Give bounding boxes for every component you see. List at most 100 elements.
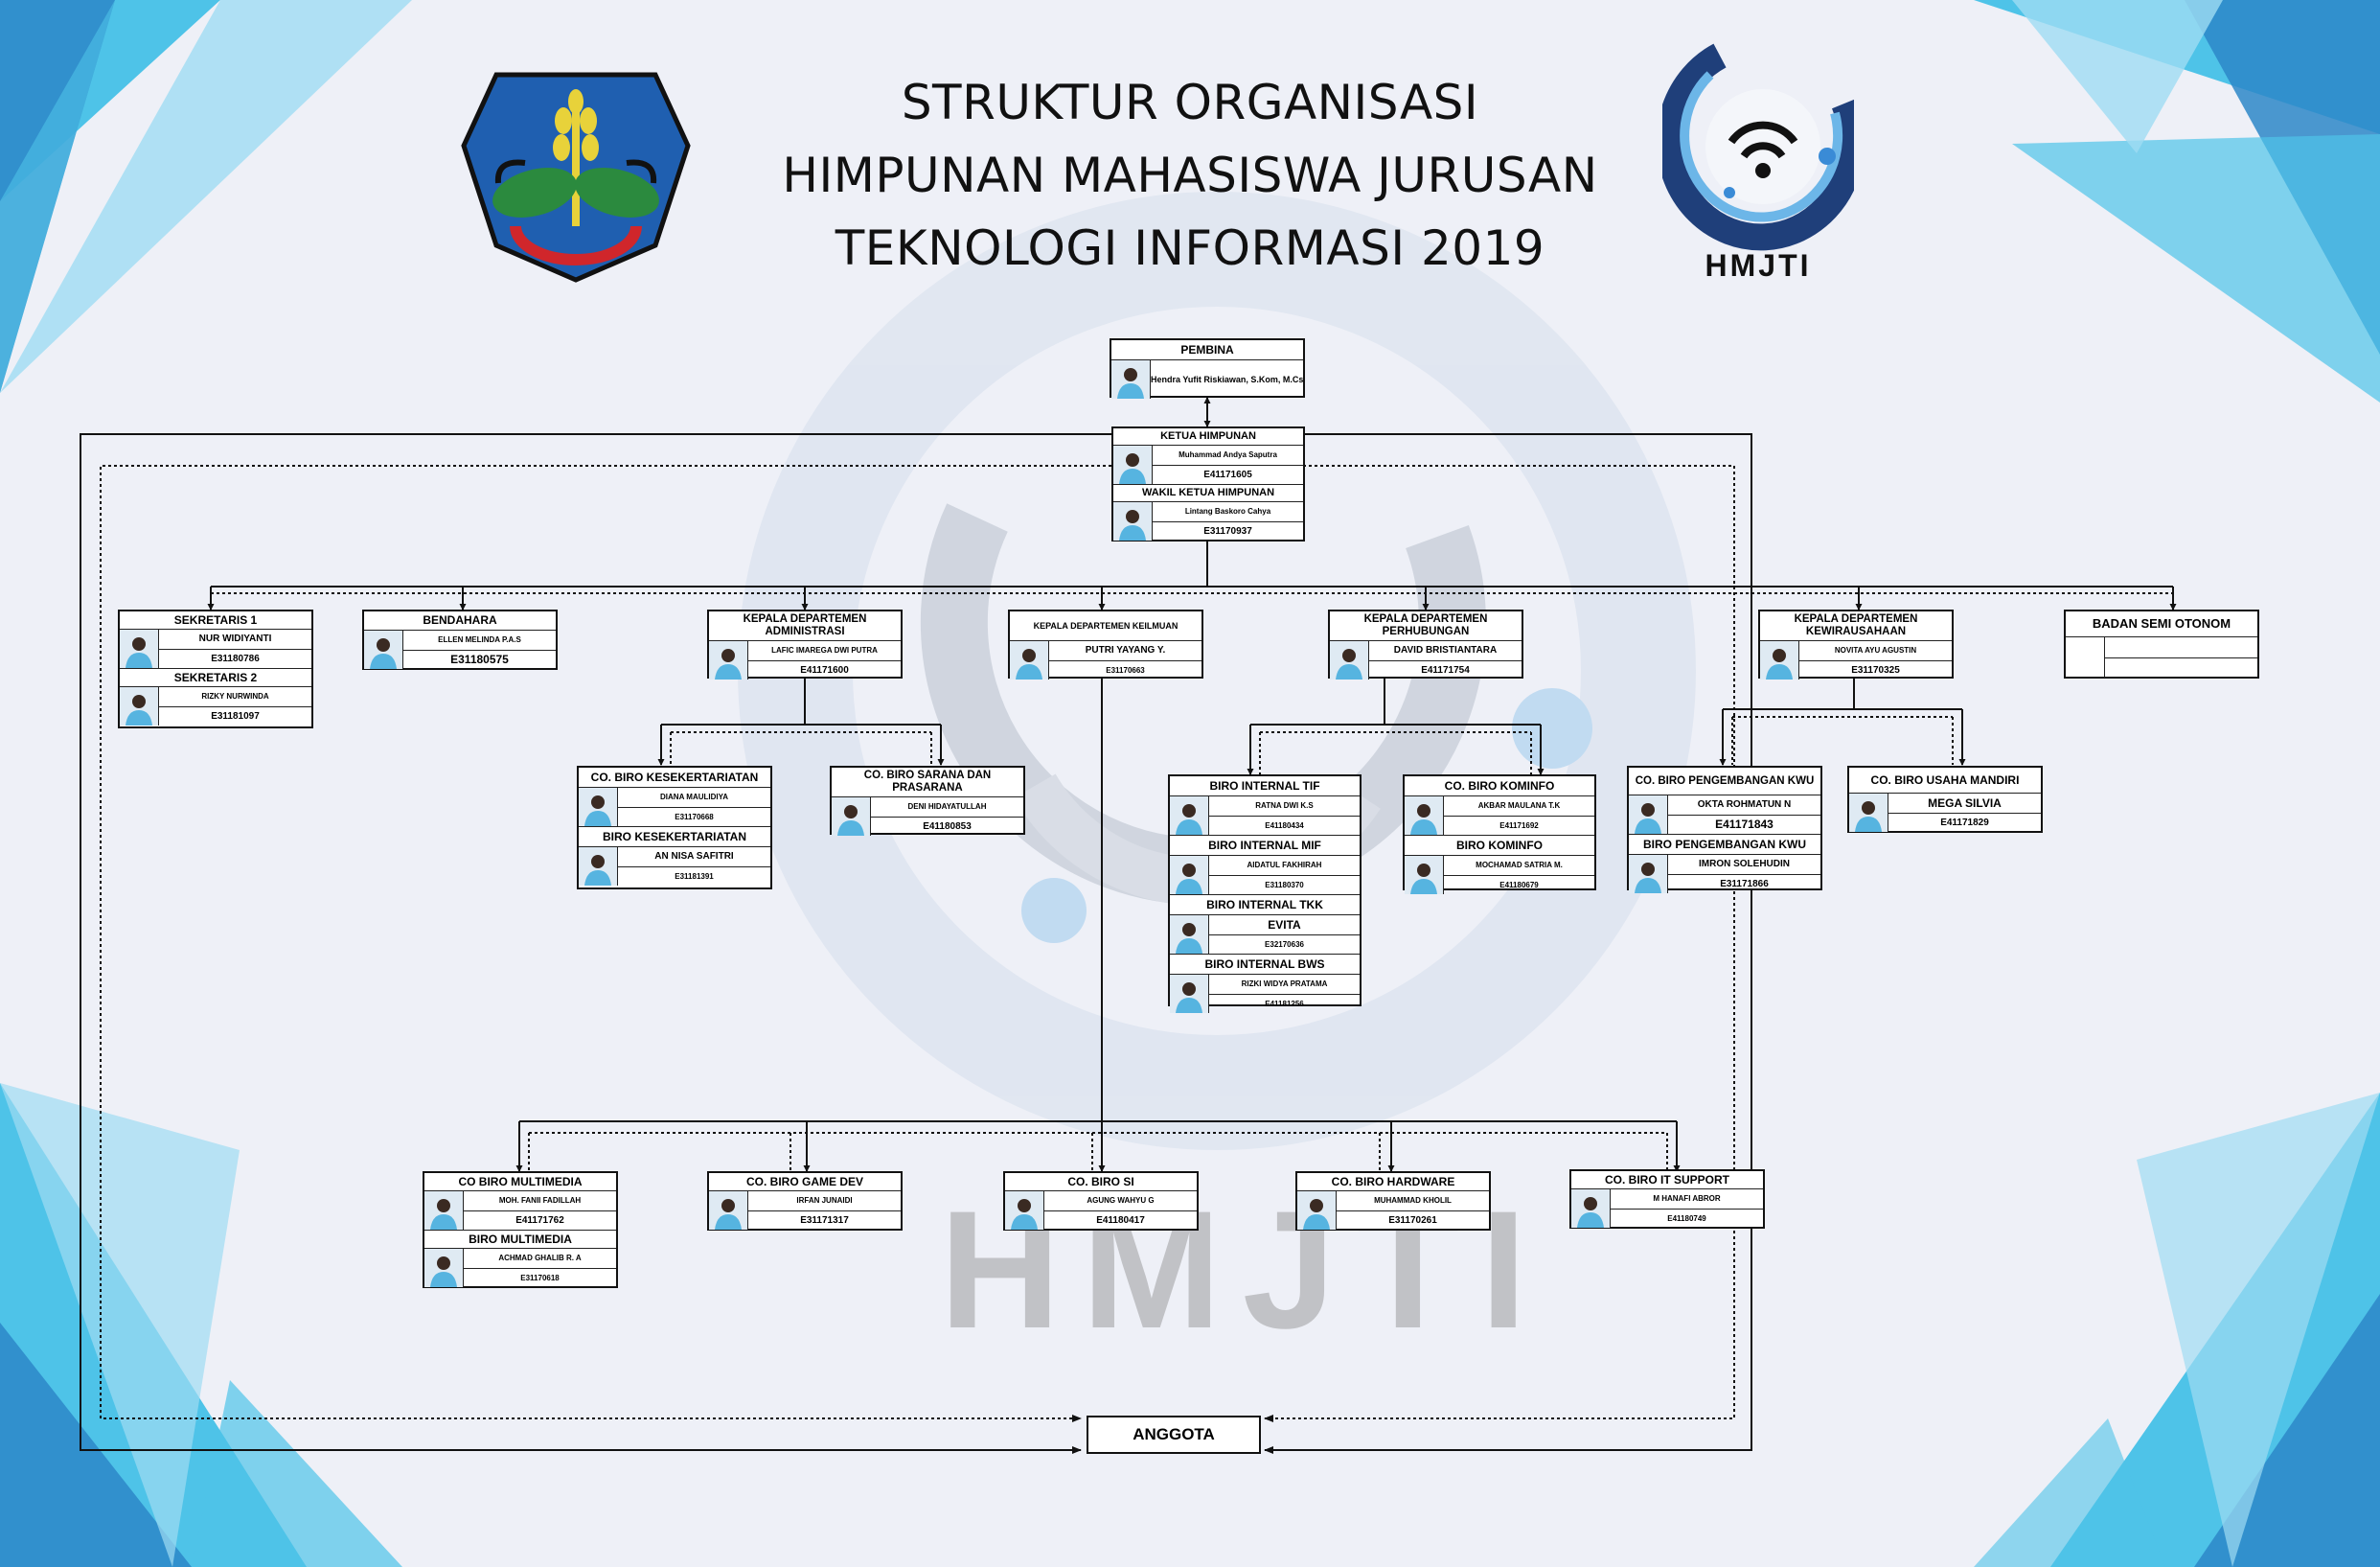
kadep-keilmuan-name: PUTRI YAYANG Y. xyxy=(1085,645,1166,657)
avatar xyxy=(1010,641,1049,680)
avatar xyxy=(579,847,618,886)
ketua-nim: E41171605 xyxy=(1153,464,1303,485)
person-icon xyxy=(120,687,158,726)
biro-bws-nim: E41181256 xyxy=(1209,993,1360,1014)
co-usaha-title: CO. BIRO USAHA MANDIRI xyxy=(1849,768,2041,794)
person-icon xyxy=(1170,915,1208,954)
person-icon xyxy=(709,641,747,680)
person-icon xyxy=(579,847,617,886)
co-sarana-title: CO. BIRO SARANA DAN PRASARANA xyxy=(832,768,1023,797)
co-kesekertariatan-title: CO. BIRO KESEKERTARIATAN xyxy=(579,768,770,788)
sekretaris1-nim: E31180786 xyxy=(159,648,311,669)
avatar xyxy=(1629,795,1668,834)
bendahara-name: ELLEN MELINDA P.A.S xyxy=(438,635,521,645)
co-gamedev-nim: E31171317 xyxy=(748,1210,901,1231)
co-hardware-box: CO. BIRO HARDWARE MUHAMMAD KHOLIL E31170… xyxy=(1295,1171,1491,1231)
kadep-kewirausahaan-title: KEPALA DEPARTEMEN KEWIRAUSAHAAN xyxy=(1760,611,1952,641)
co-usaha-nim: E41171829 xyxy=(1888,812,2041,833)
avatar xyxy=(1405,796,1444,835)
university-emblem-icon xyxy=(461,72,691,283)
pembina-box: PEMBINA Hendra Yufit Riskiawan, S.Kom, M… xyxy=(1110,338,1305,399)
avatar xyxy=(424,1249,464,1287)
sekretaris1-title: SEKRETARIS 1 xyxy=(120,611,311,630)
co-kesekertariatan-nim: E31170668 xyxy=(618,806,770,827)
avatar xyxy=(1849,794,1888,832)
avatar xyxy=(424,1191,464,1230)
co-kwu-nim: E41171843 xyxy=(1668,814,1820,835)
person-icon xyxy=(1760,641,1798,680)
avatar xyxy=(579,788,618,826)
co-itsupport-title: CO. BIRO IT SUPPORT xyxy=(1571,1171,1763,1189)
avatar xyxy=(832,797,871,836)
pembina-name: Hendra Yufit Riskiawan, S.Kom, M.Cs xyxy=(1151,375,1304,384)
person-icon xyxy=(1629,795,1667,834)
avatar xyxy=(1005,1191,1044,1230)
avatar xyxy=(1405,856,1444,894)
co-kominfo-title: CO. BIRO KOMINFO xyxy=(1405,776,1594,796)
biro-multimedia-title: BIRO MULTIMEDIA xyxy=(424,1231,616,1249)
co-si-box: CO. BIRO SI AGUNG WAHYU G E41180417 xyxy=(1003,1171,1199,1231)
biro-tif-nim: E41180434 xyxy=(1209,815,1360,836)
person-icon xyxy=(1849,794,1888,832)
person-icon xyxy=(1629,855,1667,893)
avatar xyxy=(1170,975,1209,1013)
co-sarana-name: DENI HIDAYATULLAH xyxy=(907,802,987,812)
biro-mif-title: BIRO INTERNAL MIF xyxy=(1170,836,1360,856)
co-game-dev-box: CO. BIRO GAME DEV IRFAN JUNAIDI E3117131… xyxy=(707,1171,903,1231)
co-si-name: AGUNG WAHYU G xyxy=(1087,1196,1155,1206)
kadep-perhubungan-nim: E41171754 xyxy=(1369,659,1522,680)
biro-internal-box: BIRO INTERNAL TIF RATNA DWI K.S E4118043… xyxy=(1168,774,1362,1013)
avatar xyxy=(1297,1191,1337,1230)
kesekertariatan-box: CO. BIRO KESEKERTARIATAN DIANA MAULIDIYA… xyxy=(577,766,772,889)
bso-title: BADAN SEMI OTONOM xyxy=(2066,611,2257,637)
ketua-name: Muhammad Andya Saputra xyxy=(1179,450,1277,460)
kadep-perhubungan-name: DAVID BRISTIANTARA xyxy=(1393,645,1498,657)
biro-tif-title: BIRO INTERNAL TIF xyxy=(1170,776,1360,796)
co-sarana-nim: E41180853 xyxy=(871,816,1023,837)
co-si-nim: E41180417 xyxy=(1044,1210,1197,1231)
biro-mif-name: AIDATUL FAKHIRAH xyxy=(1247,861,1322,870)
co-hardware-title: CO. BIRO HARDWARE xyxy=(1297,1173,1489,1191)
avatar xyxy=(1330,641,1369,680)
corner-decoration-bottom-left xyxy=(0,1083,402,1567)
biro-kominfo-title: BIRO KOMINFO xyxy=(1405,836,1594,856)
co-multimedia-name: MOH. FANII FADILLAH xyxy=(498,1196,582,1206)
person-icon xyxy=(120,630,158,668)
co-hardware-name: MUHAMMAD KHOLIL xyxy=(1374,1196,1452,1206)
sekretaris-box: SEKRETARIS 1 NUR WIDIYANTI E31180786 SEK… xyxy=(118,610,313,728)
co-itsupport-name: M HANAFI ABROR xyxy=(1653,1194,1721,1204)
bendahara-box: BENDAHARA ELLEN MELINDA P.A.S E31180575 xyxy=(362,610,558,670)
title-line-1: STRUKTUR ORGANISASI xyxy=(901,75,1479,130)
biro-bws-name: RIZKI WIDYA PRATAMA xyxy=(1241,979,1328,989)
biro-kwu-name: IMRON SOLEHUDIN xyxy=(1699,859,1790,870)
biro-kominfo-name: MOCHAMAD SATRIA M. xyxy=(1476,861,1563,870)
co-kominfo-name: AKBAR MAULANA T.K xyxy=(1477,801,1561,811)
pengembangan-kwu-box: CO. BIRO PENGEMBANGAN KWU OKTA ROHMATUN … xyxy=(1627,766,1822,893)
biro-tkk-title: BIRO INTERNAL TKK xyxy=(1170,895,1360,915)
person-icon xyxy=(1405,856,1443,894)
person-icon xyxy=(424,1249,463,1287)
person-icon xyxy=(364,631,402,669)
person-icon xyxy=(1113,502,1152,541)
sekretaris2-title: SEKRETARIS 2 xyxy=(120,669,311,687)
co-kominfo-nim: E41171692 xyxy=(1444,815,1594,836)
biro-multimedia-nim: E31170618 xyxy=(464,1267,616,1288)
person-icon xyxy=(1571,1189,1610,1228)
person-icon xyxy=(1170,796,1208,835)
co-it-support-box: CO. BIRO IT SUPPORT M HANAFI ABROR E4118… xyxy=(1569,1169,1765,1229)
ketua-title: KETUA HIMPUNAN xyxy=(1113,428,1303,446)
title-line-2: HIMPUNAN MAHASISWA JURUSAN xyxy=(782,148,1598,203)
person-icon xyxy=(1297,1191,1336,1230)
person-icon xyxy=(1330,641,1368,680)
avatar xyxy=(1113,446,1153,484)
kadep-kewirausahaan-box: KEPALA DEPARTEMEN KEWIRAUSAHAAN NOVITA A… xyxy=(1758,610,1954,680)
person-icon xyxy=(1405,796,1443,835)
co-usaha-name: MEGA SILVIA xyxy=(1928,795,2002,810)
biro-bws-title: BIRO INTERNAL BWS xyxy=(1170,955,1360,975)
wakil-title: WAKIL KETUA HIMPUNAN xyxy=(1113,485,1303,502)
corner-decoration-top-left xyxy=(0,0,412,393)
person-icon xyxy=(1005,1191,1043,1230)
biro-kwu-nim: E31171866 xyxy=(1668,873,1820,894)
person-icon xyxy=(832,797,870,836)
